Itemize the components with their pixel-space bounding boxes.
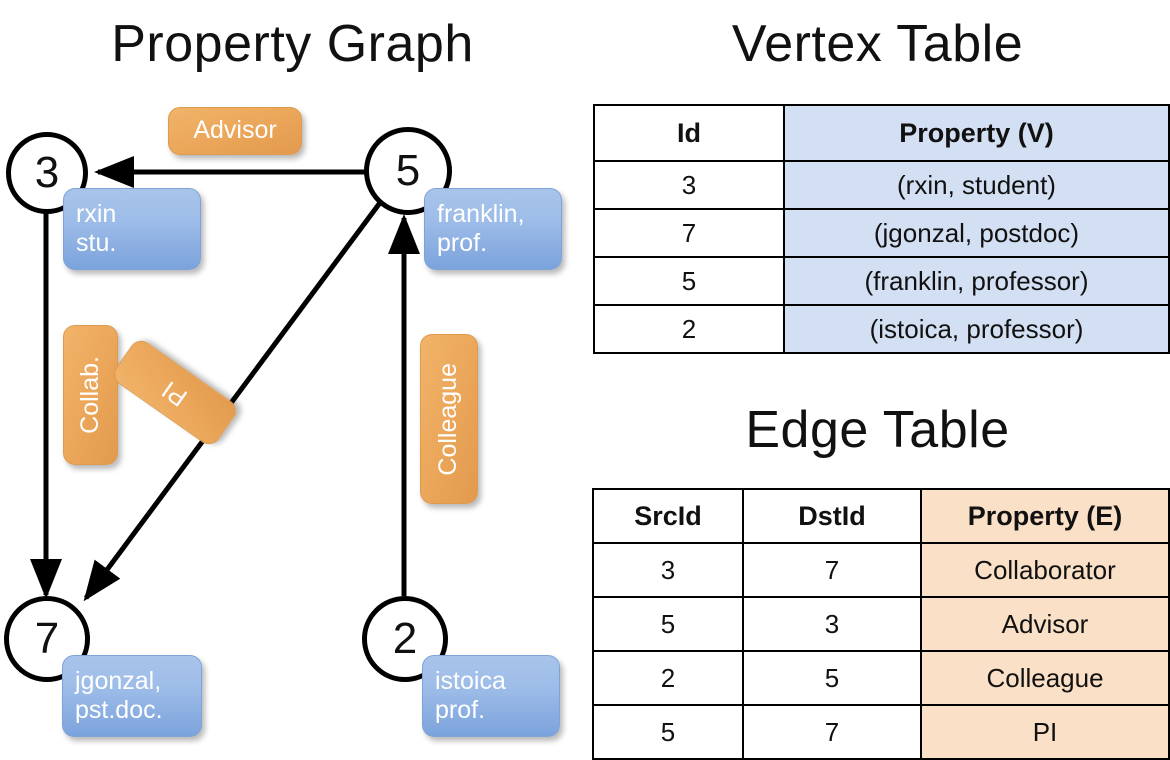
node-property-line1: istoica (435, 666, 506, 695)
table-row[interactable]: 3 7 Collaborator (592, 542, 1170, 598)
edge-label-collab-text: Collab. (75, 356, 104, 434)
graph-node-2[interactable]: 2 (362, 596, 448, 682)
vertex-cell-property: (rxin, student) (783, 160, 1170, 210)
edge-label-pi-text: PI (156, 374, 193, 412)
graph-node-2-label: 2 (392, 614, 418, 663)
node-property-line2: prof. (437, 229, 488, 257)
table-row[interactable]: 5 3 Advisor (592, 596, 1170, 652)
vertex-cell-id: 7 (593, 208, 785, 258)
table-row[interactable]: 7 (jgonzal, postdoc) (593, 208, 1170, 258)
vertex-cell-property: (istoica, professor) (783, 304, 1170, 354)
page-title-edge-table: Edge Table (745, 401, 1010, 459)
vertex-cell-id: 5 (593, 256, 785, 306)
node-property-line1: rxin (76, 199, 117, 228)
edge-label-box-advisor: Advisor (168, 107, 302, 155)
table-row[interactable]: 3 (rxin, student) (593, 160, 1170, 210)
edge-label-box-collab: Collab. (63, 325, 118, 465)
vertex-table: Id Property (V) 3 (rxin, student) 7 (jgo… (593, 104, 1170, 354)
edge-cell-srcid: 2 (592, 650, 744, 706)
edge-label-advisor-text: Advisor (193, 116, 277, 145)
graph-node-3-label: 3 (34, 148, 60, 197)
edge-cell-property: Collaborator (920, 542, 1170, 598)
table-row[interactable]: 5 (franklin, professor) (593, 256, 1170, 306)
vertex-table-header-property: Property (V) (783, 104, 1170, 162)
node-property-line2: stu. (76, 229, 117, 257)
edge-cell-property: Advisor (920, 596, 1170, 652)
node-property-line1: jgonzal, (75, 666, 162, 695)
edge-table-header-srcid: SrcId (592, 488, 744, 544)
edge-table-header-row: SrcId DstId Property (E) (592, 488, 1170, 544)
table-row[interactable]: 2 5 Colleague (592, 650, 1170, 706)
node-property-box-jgonzal: jgonzal, pst.doc. (62, 655, 202, 737)
vertex-cell-id: 3 (593, 160, 785, 210)
edge-label-colleague-text: Colleague (434, 362, 463, 476)
vertex-cell-property: (franklin, professor) (783, 256, 1170, 306)
edge-cell-dstid: 3 (742, 596, 922, 652)
node-property-box-franklin: franklin, prof. (424, 188, 562, 270)
page-title-property-graph: Property Graph (111, 15, 474, 73)
edge-cell-dstid: 7 (742, 542, 922, 598)
edge-table-header-property: Property (E) (920, 488, 1170, 544)
edge-table-header-dstid: DstId (742, 488, 922, 544)
edge-label-box-colleague: Colleague (420, 334, 478, 504)
edge-table: SrcId DstId Property (E) 3 7 Collaborato… (592, 488, 1170, 760)
edge-cell-srcid: 3 (592, 542, 744, 598)
edge-cell-property: PI (920, 704, 1170, 760)
vertex-table-header-row: Id Property (V) (593, 104, 1170, 162)
graph-edges-svg (30, 156, 420, 602)
edge-cell-dstid: 5 (742, 650, 922, 706)
node-property-box-istoica: istoica prof. (422, 655, 560, 737)
edge-cell-property: Colleague (920, 650, 1170, 706)
node-property-box-rxin: rxin stu. (63, 188, 201, 270)
graph-node-7-label: 7 (34, 614, 60, 663)
vertex-cell-property: (jgonzal, postdoc) (783, 208, 1170, 258)
edge-cell-srcid: 5 (592, 704, 744, 760)
node-property-line2: prof. (435, 696, 486, 724)
edge-cell-dstid: 7 (742, 704, 922, 760)
vertex-cell-id: 2 (593, 304, 785, 354)
table-row[interactable]: 2 (istoica, professor) (593, 304, 1170, 354)
property-graph-diagram: 3 5 7 2 rxin stu. franklin, prof. jgonza… (4, 107, 562, 737)
page-title-vertex-table: Vertex Table (731, 15, 1024, 73)
node-property-line1: franklin, (437, 199, 525, 228)
graph-node-5[interactable]: 5 (364, 127, 452, 215)
vertex-table-header-id: Id (593, 104, 785, 162)
edge-5-to-7 (83, 198, 385, 602)
graph-node-5-label: 5 (395, 146, 421, 195)
table-row[interactable]: 5 7 PI (592, 704, 1170, 760)
edge-cell-srcid: 5 (592, 596, 744, 652)
node-property-line2: pst.doc. (75, 696, 163, 724)
